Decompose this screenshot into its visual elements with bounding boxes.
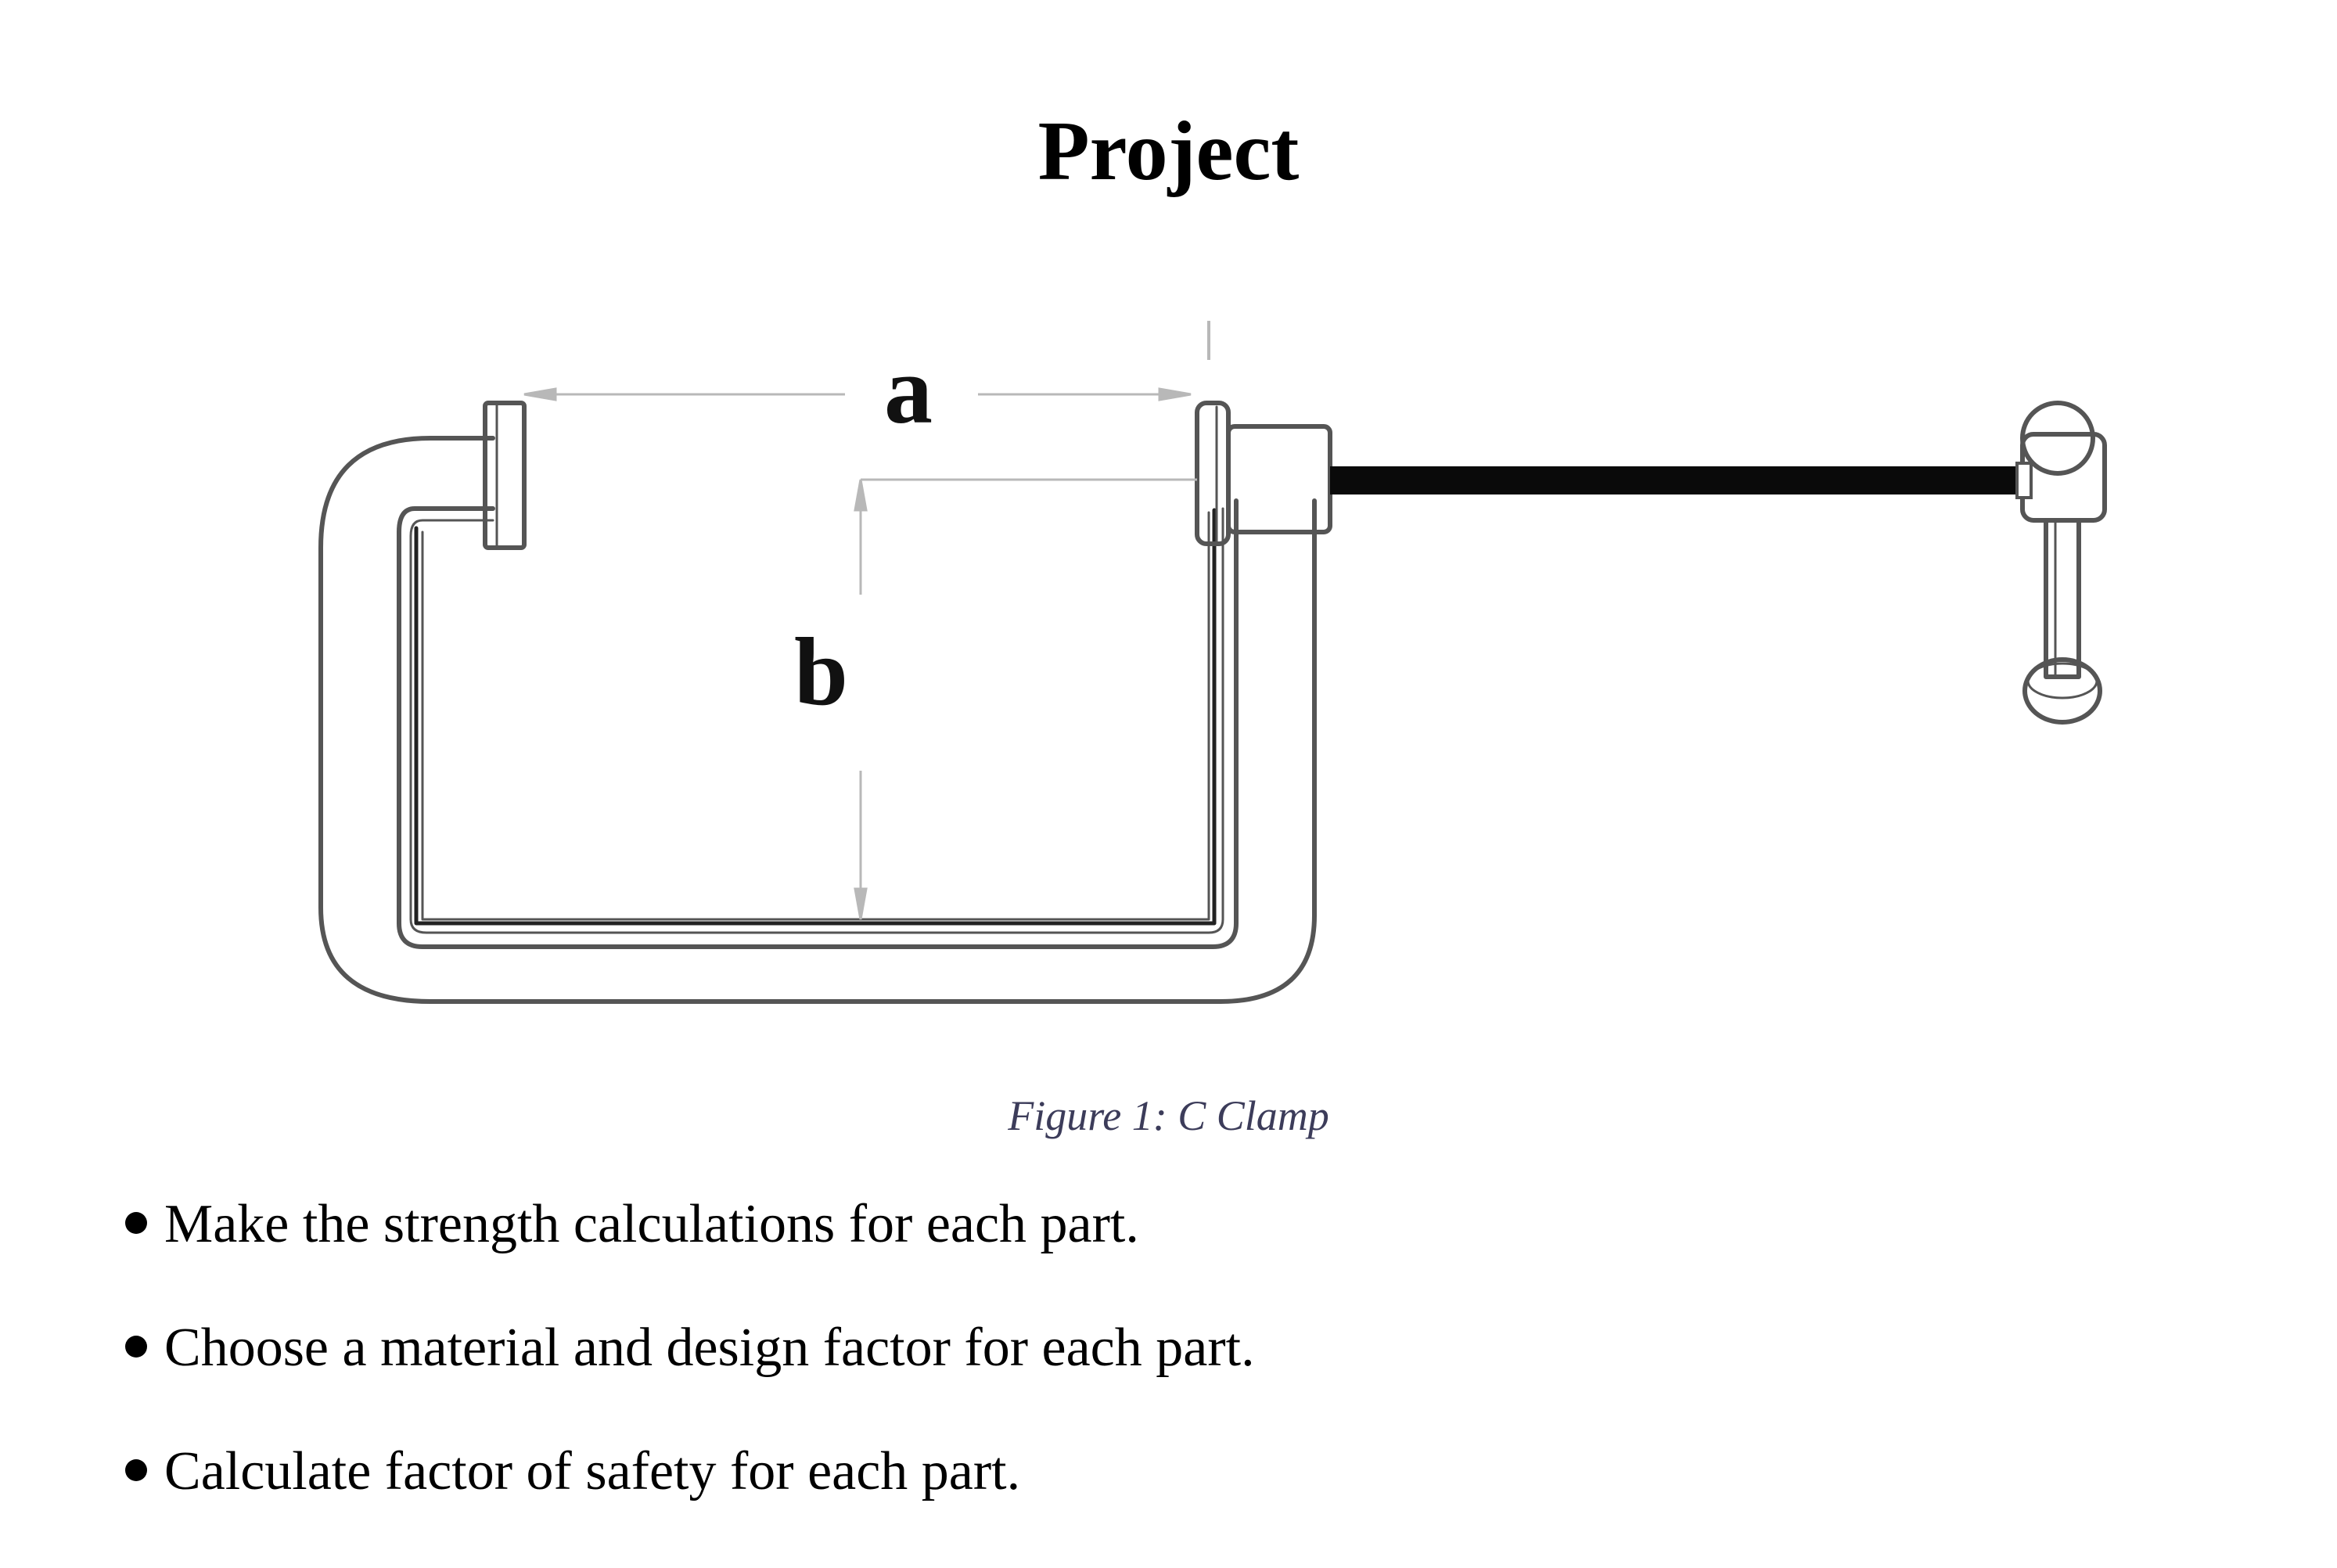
screw-rod (1330, 466, 2019, 494)
clamp-frame-outer (318, 436, 1317, 1004)
bullet-icon (125, 1459, 147, 1481)
list-item: Choose a material and design factor for … (125, 1321, 1255, 1376)
dimension-label-a: a (884, 336, 933, 444)
document-heading-clipped: ME 341 (0, 0, 2337, 13)
figure-caption: Figure 1: C Clamp (1008, 1092, 1329, 1139)
handle-knob-bottom (2022, 657, 2102, 725)
list-item-text: Make the strength calculations for each … (164, 1194, 1139, 1254)
handle-knob-top (2020, 401, 2095, 476)
fixed-jaw-pad (483, 401, 527, 550)
page-title: Project (1037, 105, 1300, 198)
dimension-b (854, 478, 1197, 920)
list-item-text: Choose a material and design factor for … (164, 1318, 1255, 1378)
c-clamp-diagram: a b (318, 321, 2107, 1004)
dimension-label-b: b (794, 618, 848, 725)
requirements-list: Make the strength calculations for each … (125, 1197, 1255, 1568)
dimension-a (523, 321, 1210, 401)
list-item: Make the strength calculations for each … (125, 1197, 1255, 1252)
bullet-icon (125, 1212, 147, 1234)
clamp-frame-inner (397, 498, 1239, 949)
bullet-icon (125, 1336, 147, 1358)
list-item-text: Calculate factor of safety for each part… (164, 1441, 1021, 1501)
handle-tube (2044, 518, 2081, 679)
list-item: Calculate factor of safety for each part… (125, 1444, 1255, 1499)
